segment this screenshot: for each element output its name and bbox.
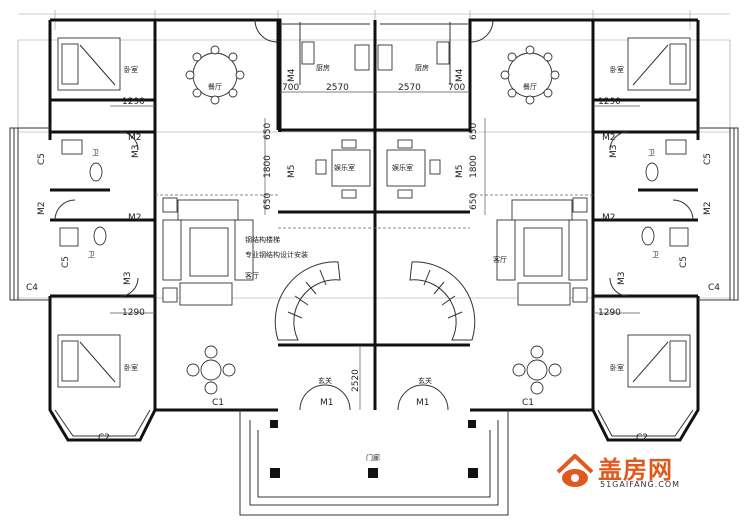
tag-m2-d: M2 <box>602 213 616 223</box>
tag-m3-lower-right: M3 <box>617 272 627 286</box>
dim-650-upper-right: 650 <box>469 123 479 140</box>
dim-1290-top-left: 1290 <box>122 97 145 107</box>
game-tables <box>315 139 441 199</box>
tag-m1-left: M1 <box>320 398 334 408</box>
room-dining-left: 餐厅 <box>208 82 222 91</box>
room-porch: 门廊 <box>366 453 380 462</box>
tag-c1-right: C1 <box>522 398 534 408</box>
dining-table-left <box>185 45 245 105</box>
tag-m3-upper-left: M3 <box>131 145 141 159</box>
dim-700-right: 700 <box>448 83 465 93</box>
stair-note-line1: 钢结构楼梯 <box>245 235 280 244</box>
tag-c5-upper-right: C5 <box>703 153 713 165</box>
room-bedroom-bottom-left: 卧室 <box>124 363 138 372</box>
room-kitchen-left: 厨房 <box>316 63 330 72</box>
room-entertainment-right: 娱乐室 <box>392 163 413 172</box>
tag-m2-side-right: M2 <box>703 202 713 216</box>
tag-m3-lower-left: M3 <box>123 272 133 286</box>
tag-m1-right: M1 <box>416 398 430 408</box>
stair-note-line2: 专业钢结构设计安装 <box>245 250 308 259</box>
dim-2520: 2520 <box>351 369 361 392</box>
dim-700-left: 700 <box>282 83 299 93</box>
room-entertainment-left: 娱乐室 <box>334 163 355 172</box>
tag-c4-left: C4 <box>26 283 38 293</box>
dim-650-lower-left: 650 <box>263 193 273 210</box>
tag-c5-lower-left: C5 <box>61 256 71 268</box>
dim-1800-right: 1800 <box>469 155 479 178</box>
dim-2570-left: 2570 <box>326 83 349 93</box>
dashed-lines <box>155 194 593 229</box>
beds <box>57 37 691 388</box>
site-logo[interactable]: 盖房网 51GAIFANG.COM <box>554 448 744 498</box>
tag-m2-a: M2 <box>128 133 142 143</box>
room-bedroom-bottom-right: 卧室 <box>610 363 624 372</box>
tag-m2-c: M2 <box>602 133 616 143</box>
room-bath-lower-left: 卫 <box>88 251 95 259</box>
tag-m2-b: M2 <box>128 213 142 223</box>
dim-1800-left: 1800 <box>263 155 273 178</box>
tag-c2-left: C2 <box>98 433 110 443</box>
porch <box>239 410 509 516</box>
logo-brand-text: 盖房网 <box>598 456 673 484</box>
tag-m4-left: M4 <box>287 68 297 82</box>
room-dining-right: 餐厅 <box>523 82 537 91</box>
exterior-walls <box>48 18 700 442</box>
dim-1290-top-right: 1290 <box>598 97 621 107</box>
tag-m3-upper-right: M3 <box>609 145 619 159</box>
room-foyer-left: 玄关 <box>318 376 332 385</box>
tag-m4-right: M4 <box>455 68 465 82</box>
room-living-left: 客厅 <box>245 271 259 280</box>
living-sofa-left <box>162 197 254 306</box>
room-bath-upper-right: 卫 <box>648 149 655 157</box>
side-bay-windows <box>9 127 739 437</box>
room-living-right: 客厅 <box>493 255 507 264</box>
foyer-tables <box>186 345 562 395</box>
tag-c5-lower-right: C5 <box>679 256 689 268</box>
spiral-stairs <box>274 261 476 341</box>
dim-1290-bottom-right: 1290 <box>598 308 621 318</box>
living-sofa-right <box>496 197 588 306</box>
tag-c4-right: C4 <box>708 283 720 293</box>
room-bedroom-top-left: 卧室 <box>124 65 138 74</box>
tag-m5-left: M5 <box>287 165 297 179</box>
tag-c1-left: C1 <box>212 398 224 408</box>
dim-650-lower-right: 650 <box>469 193 479 210</box>
dimension-lines <box>110 91 640 410</box>
dim-650-upper-left: 650 <box>263 123 273 140</box>
room-kitchen-right: 厨房 <box>415 63 429 72</box>
bath-fixtures <box>59 139 689 247</box>
room-bath-lower-right: 卫 <box>652 251 659 259</box>
logo-url-text: 51GAIFANG.COM <box>600 480 681 489</box>
room-foyer-right: 玄关 <box>418 376 432 385</box>
kitchen-counters <box>280 22 468 85</box>
dim-2570-right: 2570 <box>398 83 421 93</box>
tag-m5-right: M5 <box>455 165 465 179</box>
tag-c2-right: C2 <box>636 433 648 443</box>
house-logo-icon <box>556 454 594 487</box>
room-bath-upper-left: 卫 <box>92 149 99 157</box>
tag-m2-side-left: M2 <box>37 202 47 216</box>
room-bedroom-top-right: 卧室 <box>610 65 624 74</box>
dining-table-right <box>500 45 560 105</box>
dim-1290-bottom-left: 1290 <box>122 308 145 318</box>
tag-c5-upper-left: C5 <box>37 153 47 165</box>
doors <box>54 19 694 411</box>
